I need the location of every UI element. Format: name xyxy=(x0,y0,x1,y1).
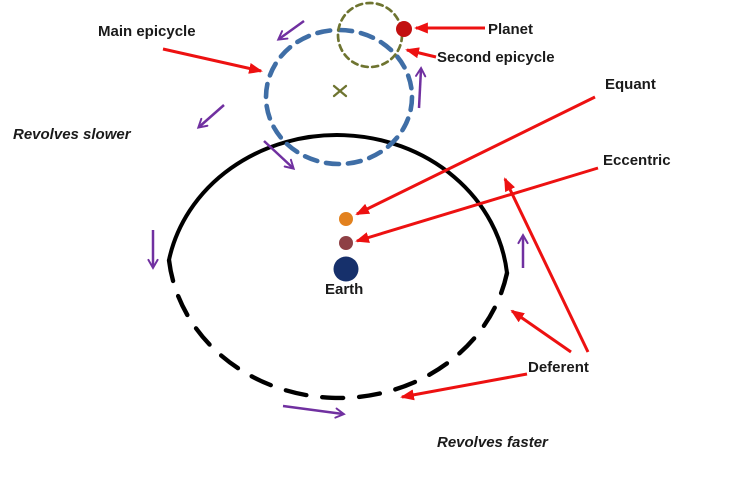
epicycle-rotation-arrow-top-left xyxy=(276,19,305,41)
label-second-epicycle: Second epicycle xyxy=(437,49,555,66)
epicycle-rotation-arrow-right xyxy=(415,66,427,109)
label-earth: Earth xyxy=(325,281,364,298)
main-epicycle-arrow xyxy=(162,47,263,74)
deferent-arrow-middle xyxy=(510,309,572,354)
epicycle-center-x-mark xyxy=(332,84,348,98)
epicycle-rotation-arrow-bottom-left xyxy=(263,140,296,170)
label-revolves-slower: Revolves slower xyxy=(13,126,131,143)
label-planet: Planet xyxy=(488,21,534,38)
deferent-arrow-lower xyxy=(400,372,528,401)
deferent-rotation-arrow-bottom xyxy=(282,404,346,419)
equant-dot xyxy=(339,212,353,226)
epicycle-rotation-arrow-left xyxy=(196,104,225,129)
label-eccentric: Eccentric xyxy=(603,152,671,169)
label-revolves-faster: Revolves faster xyxy=(437,434,548,451)
deferent-circle-dashed-arc xyxy=(166,257,510,401)
label-equant: Equant xyxy=(605,76,656,93)
deferent-arrow-upper xyxy=(503,177,590,353)
second-epicycle-arrow xyxy=(405,47,437,59)
eccentric-arrow xyxy=(355,166,599,243)
deferent-circle-solid-arc xyxy=(167,133,509,274)
earth-dot xyxy=(333,256,359,282)
eccentric-dot xyxy=(339,236,353,250)
label-main-epicycle: Main epicycle xyxy=(98,23,196,40)
planet-dot xyxy=(396,21,412,37)
main-epicycle-circle xyxy=(263,27,415,167)
label-deferent: Deferent xyxy=(528,359,589,376)
equant-arrow xyxy=(355,95,596,216)
